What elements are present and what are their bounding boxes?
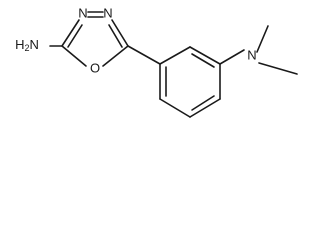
bond-ring-ab: [159, 46, 191, 65]
bond-ring-inner-2: [191, 95, 215, 111]
bond-ring-n: [219, 49, 245, 65]
atom-label-ring-n1: N: [78, 5, 87, 20]
atom-label-ring-o: O: [90, 60, 100, 75]
atom-label-dimethylamino-n: N: [247, 47, 256, 62]
bond-o1-c2: [61, 45, 87, 67]
bond-c2-n3: [61, 19, 80, 47]
bond-c5-o1: [102, 45, 129, 67]
bond-c5-phenyl: [127, 45, 161, 65]
bond-ring-inner-1: [191, 53, 215, 68]
bond-c5-n4-inner: [108, 24, 123, 48]
bond-ring-de: [189, 98, 221, 118]
atom-label-ring-n2: N: [103, 5, 112, 20]
bond-n4-c5: [111, 19, 129, 47]
atom-label-amine: H2N: [15, 37, 39, 53]
bond-c2-n3-inner: [67, 24, 83, 48]
bond-n-methyl-up: [256, 25, 269, 53]
bond-n-methyl-right: [258, 62, 298, 75]
bond-ring-bc: [189, 46, 221, 65]
molecule-structure: H2N N N O N: [15, 5, 298, 118]
bond-ring-ef: [159, 98, 191, 118]
